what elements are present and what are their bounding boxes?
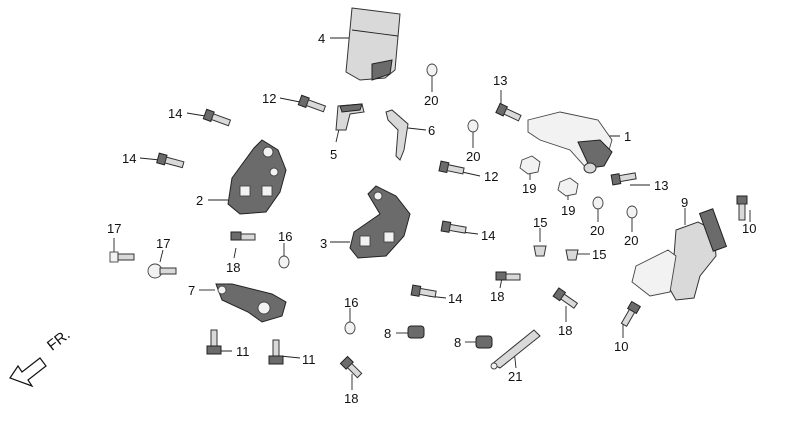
callout: 10 <box>742 221 757 236</box>
callout: 6 <box>428 123 436 138</box>
callout: 20 <box>590 223 605 238</box>
clip-parts-15 <box>533 245 579 261</box>
strap-part-21 <box>490 329 541 370</box>
grommet-parts-8 <box>407 325 493 349</box>
bracket-part-5 <box>335 103 365 131</box>
callout: 18 <box>344 391 359 406</box>
callout: 4 <box>318 31 326 46</box>
callout: 17 <box>107 221 122 236</box>
mount-part-9 <box>631 208 728 301</box>
callout: 8 <box>454 335 462 350</box>
callout: 10 <box>614 339 629 354</box>
windscreen-part <box>345 7 401 81</box>
callout: 18 <box>558 323 573 338</box>
callout: 21 <box>508 369 523 384</box>
leader-lines <box>113 37 751 390</box>
callout: 12 <box>484 169 499 184</box>
front-arrow-icon <box>9 357 47 388</box>
callout: 11 <box>236 344 250 359</box>
callout: 16 <box>344 295 359 310</box>
callout: 13 <box>493 73 508 88</box>
bracket-part-7 <box>215 283 287 323</box>
callout: 19 <box>561 203 576 218</box>
callout: 9 <box>681 195 689 210</box>
callout: 11 <box>302 352 316 367</box>
callout: 20 <box>424 93 439 108</box>
callout: 15 <box>533 215 548 230</box>
callout: 8 <box>384 326 392 341</box>
bracket-part-6 <box>385 109 409 161</box>
callout: 18 <box>226 260 241 275</box>
bracket-part-3 <box>349 185 411 259</box>
bracket-part-1 <box>527 111 613 174</box>
callout: 15 <box>592 247 607 262</box>
callout: 18 <box>490 289 505 304</box>
callout: 3 <box>320 236 328 251</box>
nut-parts-19 <box>519 155 579 197</box>
callout: 2 <box>196 193 204 208</box>
callout: 5 <box>330 147 338 162</box>
callout: 17 <box>156 236 171 251</box>
callout: 20 <box>624 233 639 248</box>
callout: 14 <box>481 228 496 243</box>
bolt-parts <box>109 94 748 379</box>
callout: 16 <box>278 229 293 244</box>
washer-parts <box>278 63 638 335</box>
callout: 19 <box>522 181 537 196</box>
bracket-part-2 <box>227 139 287 215</box>
callout: 13 <box>654 178 669 193</box>
callout: 14 <box>448 291 463 306</box>
callout: 1 <box>624 129 632 144</box>
callout: 7 <box>188 283 196 298</box>
callout: 20 <box>466 149 481 164</box>
callout: 12 <box>262 91 277 106</box>
callout: 14 <box>122 151 137 166</box>
callout: 14 <box>168 106 183 121</box>
